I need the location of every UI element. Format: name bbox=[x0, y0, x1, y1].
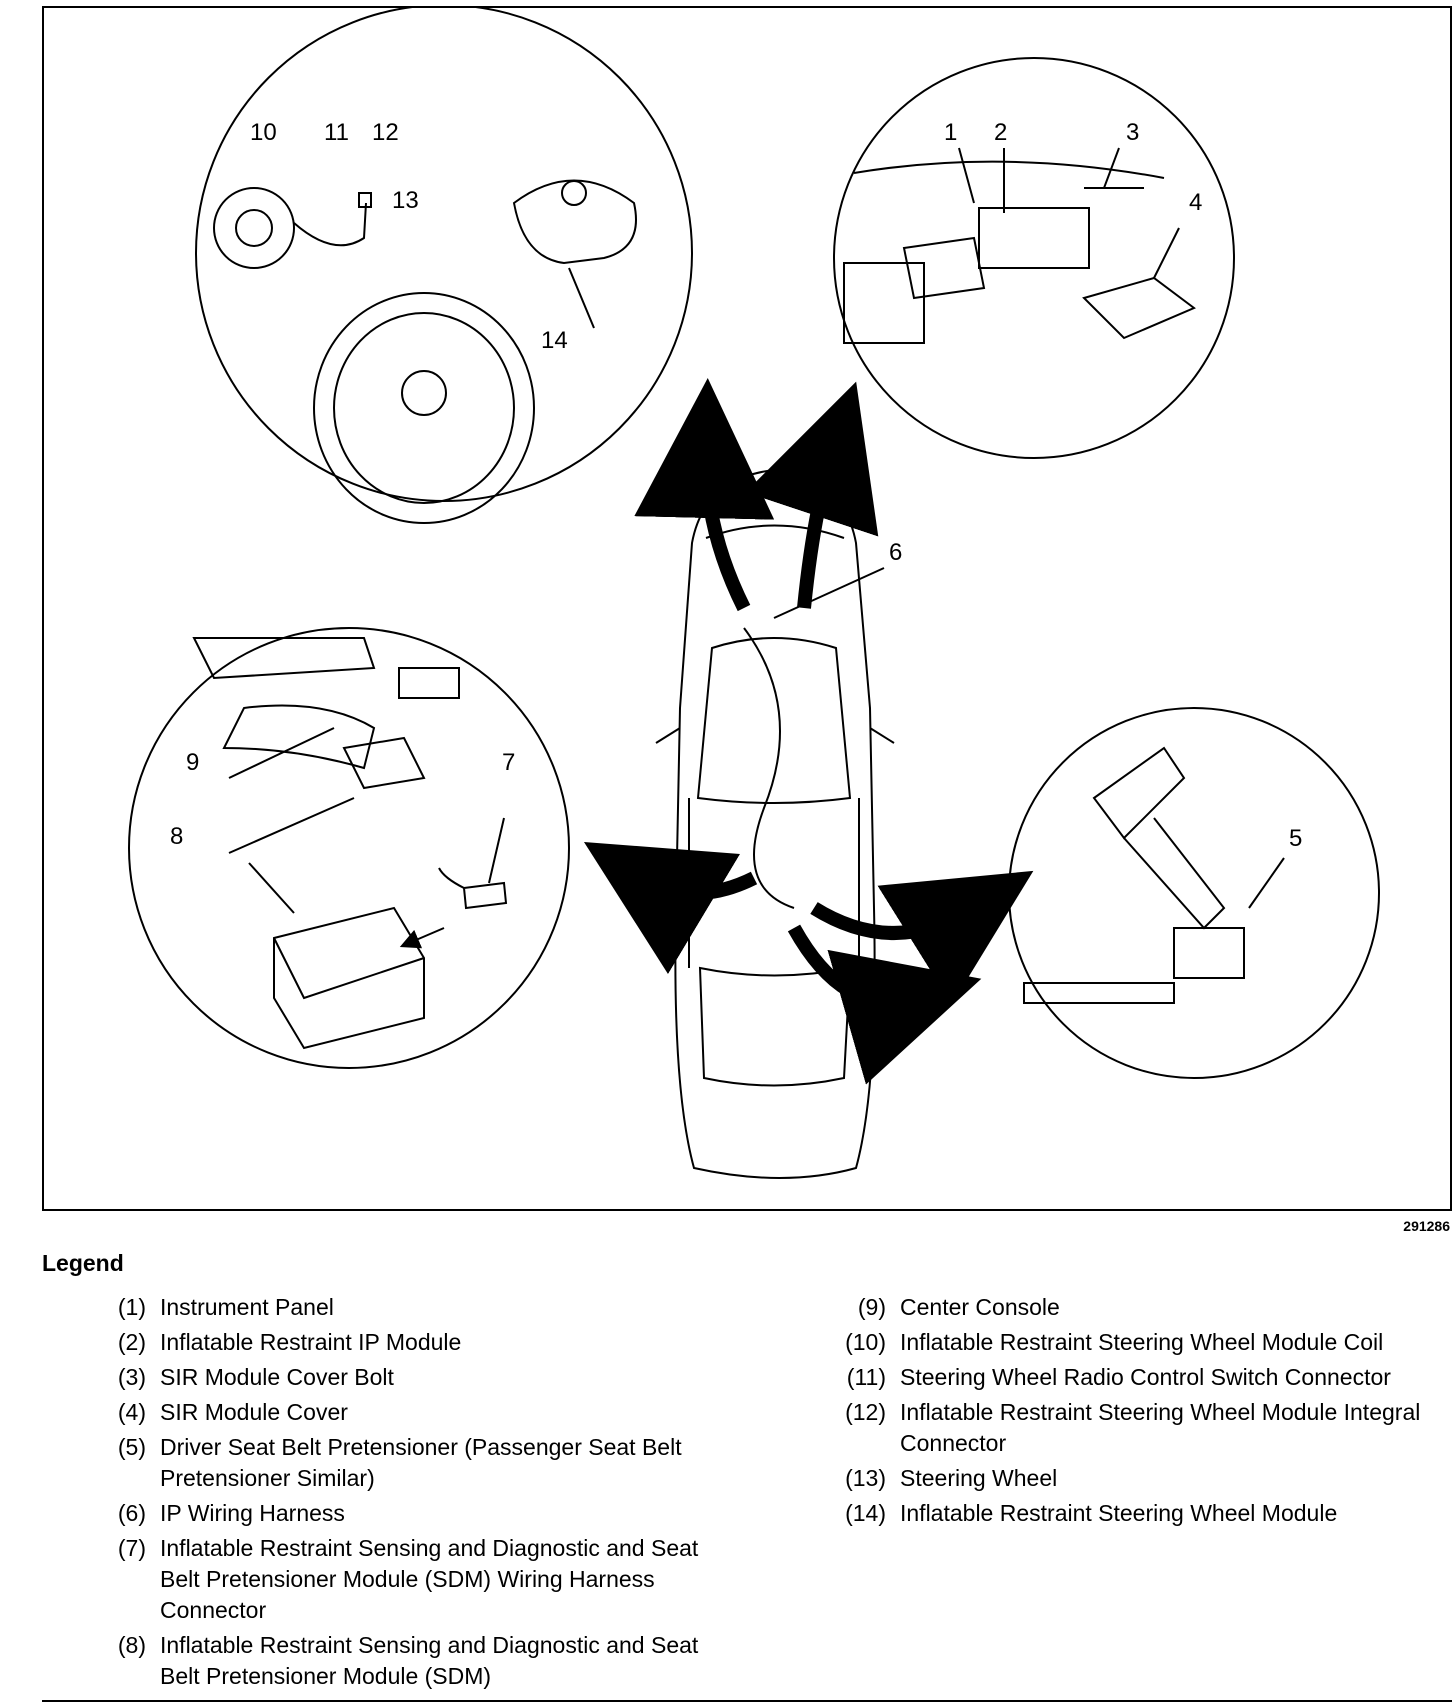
legend-text: Inflatable Restraint Steering Wheel Modu… bbox=[900, 1399, 1421, 1456]
pretensioner-detail bbox=[1008, 707, 1380, 1079]
legend-item: (11) Steering Wheel Radio Control Switch … bbox=[820, 1362, 1450, 1393]
legend-item: (13) Steering Wheel bbox=[820, 1463, 1450, 1494]
legend-number: (6) bbox=[117, 1500, 146, 1526]
legend-number: (1) bbox=[117, 1294, 146, 1320]
legend-item: (5) Driver Seat Belt Pretensioner (Passen… bbox=[94, 1432, 734, 1494]
legend-title: Legend bbox=[42, 1250, 124, 1276]
legend-text: Inflatable Restraint Sensing and Diagnos… bbox=[160, 1632, 699, 1689]
callout-1: 1 bbox=[944, 119, 957, 146]
callout-4: 4 bbox=[1189, 189, 1202, 216]
callout-7: 7 bbox=[502, 749, 515, 776]
legend-text: Instrument Panel bbox=[160, 1294, 334, 1320]
legend-number: (12) bbox=[845, 1399, 886, 1425]
legend-number: (9) bbox=[857, 1294, 886, 1320]
legend-column-left: (1) Instrument Panel (2) Inflatable Restra… bbox=[94, 1292, 734, 1696]
callout-13: 13 bbox=[392, 187, 419, 214]
legend-text: Steering Wheel bbox=[900, 1465, 1058, 1491]
callout-6: 6 bbox=[889, 539, 902, 566]
legend-text: Center Console bbox=[900, 1294, 1060, 1320]
legend-text: SIR Module Cover Bolt bbox=[160, 1364, 394, 1390]
legend-number: (2) bbox=[117, 1329, 146, 1355]
callout-3: 3 bbox=[1126, 119, 1139, 146]
legend-item: (6) IP Wiring Harness bbox=[94, 1498, 734, 1529]
legend-text: Inflatable Restraint Sensing and Diagnos… bbox=[160, 1535, 699, 1623]
legend-number: (7) bbox=[117, 1535, 146, 1561]
legend-item: (3) SIR Module Cover Bolt bbox=[94, 1362, 734, 1393]
legend-text: SIR Module Cover bbox=[160, 1399, 348, 1425]
callout-14: 14 bbox=[541, 327, 568, 354]
leader-6 bbox=[773, 567, 885, 619]
bottom-rule bbox=[42, 1700, 1452, 1702]
callout-10: 10 bbox=[250, 119, 277, 146]
legend-text: IP Wiring Harness bbox=[160, 1500, 345, 1526]
legend-item: (7) Inflatable Restraint Sensing and Diag… bbox=[94, 1533, 734, 1626]
legend-item: (12) Inflatable Restraint Steering Wheel … bbox=[820, 1397, 1450, 1459]
legend-number: (14) bbox=[845, 1500, 886, 1526]
diagram-figure: 10 11 12 13 14 1 2 3 4 6 9 7 8 5 bbox=[42, 6, 1452, 1211]
legend-item: (14) Inflatable Restraint Steering Wheel … bbox=[820, 1498, 1450, 1529]
legend-item: (10) Inflatable Restraint Steering Wheel … bbox=[820, 1327, 1450, 1358]
diagram-svg: 10 11 12 13 14 1 2 3 4 6 9 7 8 5 bbox=[128, 8, 1380, 1179]
legend-number: (5) bbox=[117, 1434, 146, 1460]
callout-12: 12 bbox=[372, 119, 399, 146]
legend-item: (8) Inflatable Restraint Sensing and Diag… bbox=[94, 1630, 734, 1692]
figure-id: 291286 bbox=[1403, 1218, 1450, 1234]
legend-item: (2) Inflatable Restraint IP Module bbox=[94, 1327, 734, 1358]
car-outline bbox=[655, 468, 895, 1179]
legend-number: (8) bbox=[117, 1632, 146, 1658]
callout-9: 9 bbox=[186, 749, 199, 776]
callout-11: 11 bbox=[324, 119, 349, 146]
legend-text: Driver Seat Belt Pretensioner (Passenger… bbox=[160, 1434, 682, 1491]
legend-text: Inflatable Restraint Steering Wheel Modu… bbox=[900, 1500, 1338, 1526]
legend-number: (4) bbox=[117, 1399, 146, 1425]
steering-wheel-detail bbox=[195, 8, 693, 524]
legend-number: (3) bbox=[117, 1364, 146, 1390]
sdm-detail bbox=[128, 627, 570, 1069]
legend-text: Steering Wheel Radio Control Switch Conn… bbox=[900, 1364, 1391, 1390]
legend-column-right: (9) Center Console (10) Inflatable Restrai… bbox=[820, 1292, 1450, 1533]
legend-item: (1) Instrument Panel bbox=[94, 1292, 734, 1323]
legend-text: Inflatable Restraint Steering Wheel Modu… bbox=[900, 1329, 1384, 1355]
legend-item: (4) SIR Module Cover bbox=[94, 1397, 734, 1428]
legend-number: (10) bbox=[845, 1329, 886, 1355]
legend-item: (9) Center Console bbox=[820, 1292, 1450, 1323]
callout-5: 5 bbox=[1289, 825, 1302, 852]
arrows bbox=[583, 378, 1034, 1085]
legend-number: (13) bbox=[845, 1465, 886, 1491]
instrument-panel-detail bbox=[833, 57, 1235, 459]
callout-labels: 10 11 12 13 14 1 2 3 4 6 9 7 8 5 bbox=[170, 119, 1302, 852]
legend-number: (11) bbox=[846, 1364, 886, 1390]
legend-text: Inflatable Restraint IP Module bbox=[160, 1329, 462, 1355]
callout-8: 8 bbox=[170, 823, 183, 850]
callout-2: 2 bbox=[994, 119, 1007, 146]
